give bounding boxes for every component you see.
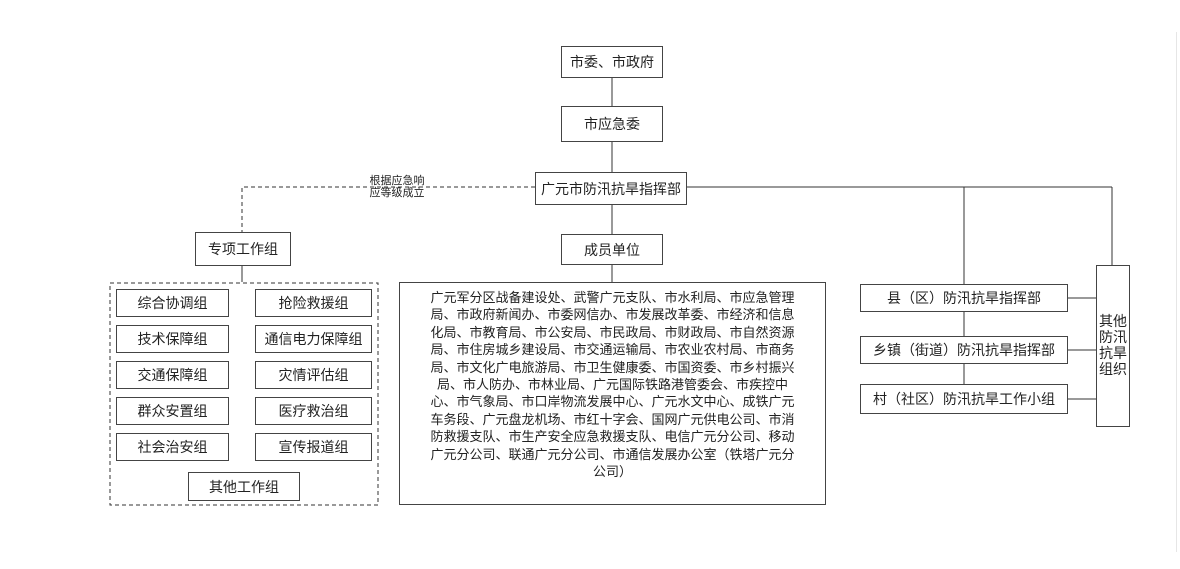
group-other-working: 其他工作组 — [188, 472, 300, 501]
group-medical-treatment: 医疗救治组 — [255, 397, 372, 425]
other-organizations-box: 其他 防汛 抗旱 组织 — [1096, 265, 1130, 427]
special-groups-title-box: 专项工作组 — [195, 232, 291, 266]
group-traffic-support: 交通保障组 — [116, 361, 229, 389]
county-hq-box: 县（区）防汛抗旱指挥部 — [860, 284, 1068, 312]
special-groups-dashed-frame — [109, 282, 379, 506]
group-comprehensive-coordination: 综合协调组 — [116, 289, 229, 317]
flood-control-hq-box: 广元市防汛抗旱指挥部 — [535, 172, 687, 205]
member-units-list: 广元军分区战备建设处、武警广元支队、市水利局、市应急管理 局、市政府新闻办、市委… — [399, 282, 826, 505]
member-units-title-box: 成员单位 — [561, 234, 663, 265]
group-public-security: 社会治安组 — [116, 433, 229, 461]
group-publicity: 宣传报道组 — [255, 433, 372, 461]
group-communication-power: 通信电力保障组 — [255, 325, 372, 353]
group-technical-support: 技术保障组 — [116, 325, 229, 353]
right-edge-divider — [1176, 32, 1177, 552]
emergency-committee-box: 市应急委 — [561, 106, 663, 142]
group-rescue: 抢险救援组 — [255, 289, 372, 317]
top-leadership-box: 市委、市政府 — [561, 46, 663, 78]
town-hq-box: 乡镇（街道）防汛抗旱指挥部 — [860, 336, 1068, 364]
group-disaster-assessment: 灾情评估组 — [255, 361, 372, 389]
village-working-group-box: 村（社区）防汛抗旱工作小组 — [860, 384, 1068, 414]
dashed-line-hq-to-special — [241, 186, 535, 232]
activation-note: 根据应急响 应等级成立 — [369, 174, 425, 199]
group-resettlement: 群众安置组 — [116, 397, 229, 425]
